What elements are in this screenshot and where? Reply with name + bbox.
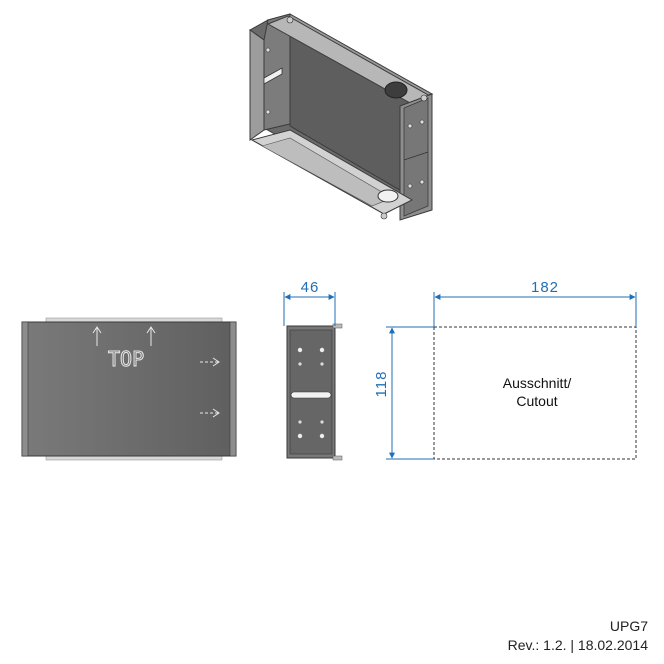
corner-tab (380, 212, 388, 220)
revision-info: Rev.: 1.2. | 18.02.2014 (507, 637, 648, 653)
screw-hole (419, 179, 425, 185)
cutout-label-line2: Cutout (516, 393, 557, 409)
side-tab (332, 323, 343, 329)
height-value: 118 (373, 371, 390, 398)
screw-hole (265, 47, 271, 53)
side-tab (332, 455, 343, 461)
side-hole (320, 420, 324, 424)
box-left-wall (249, 29, 265, 141)
depth-value: 46 (301, 279, 320, 296)
corner-tab (420, 94, 428, 102)
side-hole (297, 433, 303, 439)
bottom-cable-hole (377, 189, 399, 203)
side-hole (298, 420, 302, 424)
right-arrow-icon (200, 408, 220, 418)
front-right-edge (229, 321, 237, 457)
screw-hole (407, 123, 413, 129)
side-hole (319, 433, 325, 439)
left-wall-slot (263, 67, 283, 85)
screw-hole (419, 119, 425, 125)
side-hole (297, 347, 303, 353)
cutout-view: Ausschnitt/ Cutout (433, 326, 637, 460)
corner-tab (286, 16, 294, 24)
front-left-edge (21, 321, 29, 457)
height-dimension: 118 (373, 326, 434, 460)
model-name: UPG7 (609, 618, 648, 634)
side-slot (290, 391, 332, 399)
screw-hole (407, 183, 413, 189)
side-hole (298, 362, 302, 366)
cutout-outline (433, 326, 637, 460)
up-arrow-icon (92, 326, 102, 346)
screw-hole (265, 109, 271, 115)
right-arrow-icon (200, 357, 220, 367)
cutout-label-line1: Ausschnitt/ (503, 375, 572, 391)
cable-entry-hole (384, 81, 408, 99)
depth-dimension: 46 (283, 279, 336, 326)
up-arrow-icon (146, 326, 156, 346)
front-panel (21, 321, 237, 457)
front-view: TOP (21, 317, 237, 461)
isometric-box-view (249, 13, 434, 221)
width-dimension: 182 (433, 279, 637, 327)
side-hole (319, 347, 325, 353)
width-value: 182 (531, 279, 559, 296)
flange-line (403, 151, 429, 161)
side-hole (320, 362, 324, 366)
top-label: TOP (108, 347, 144, 371)
side-view (286, 323, 343, 461)
